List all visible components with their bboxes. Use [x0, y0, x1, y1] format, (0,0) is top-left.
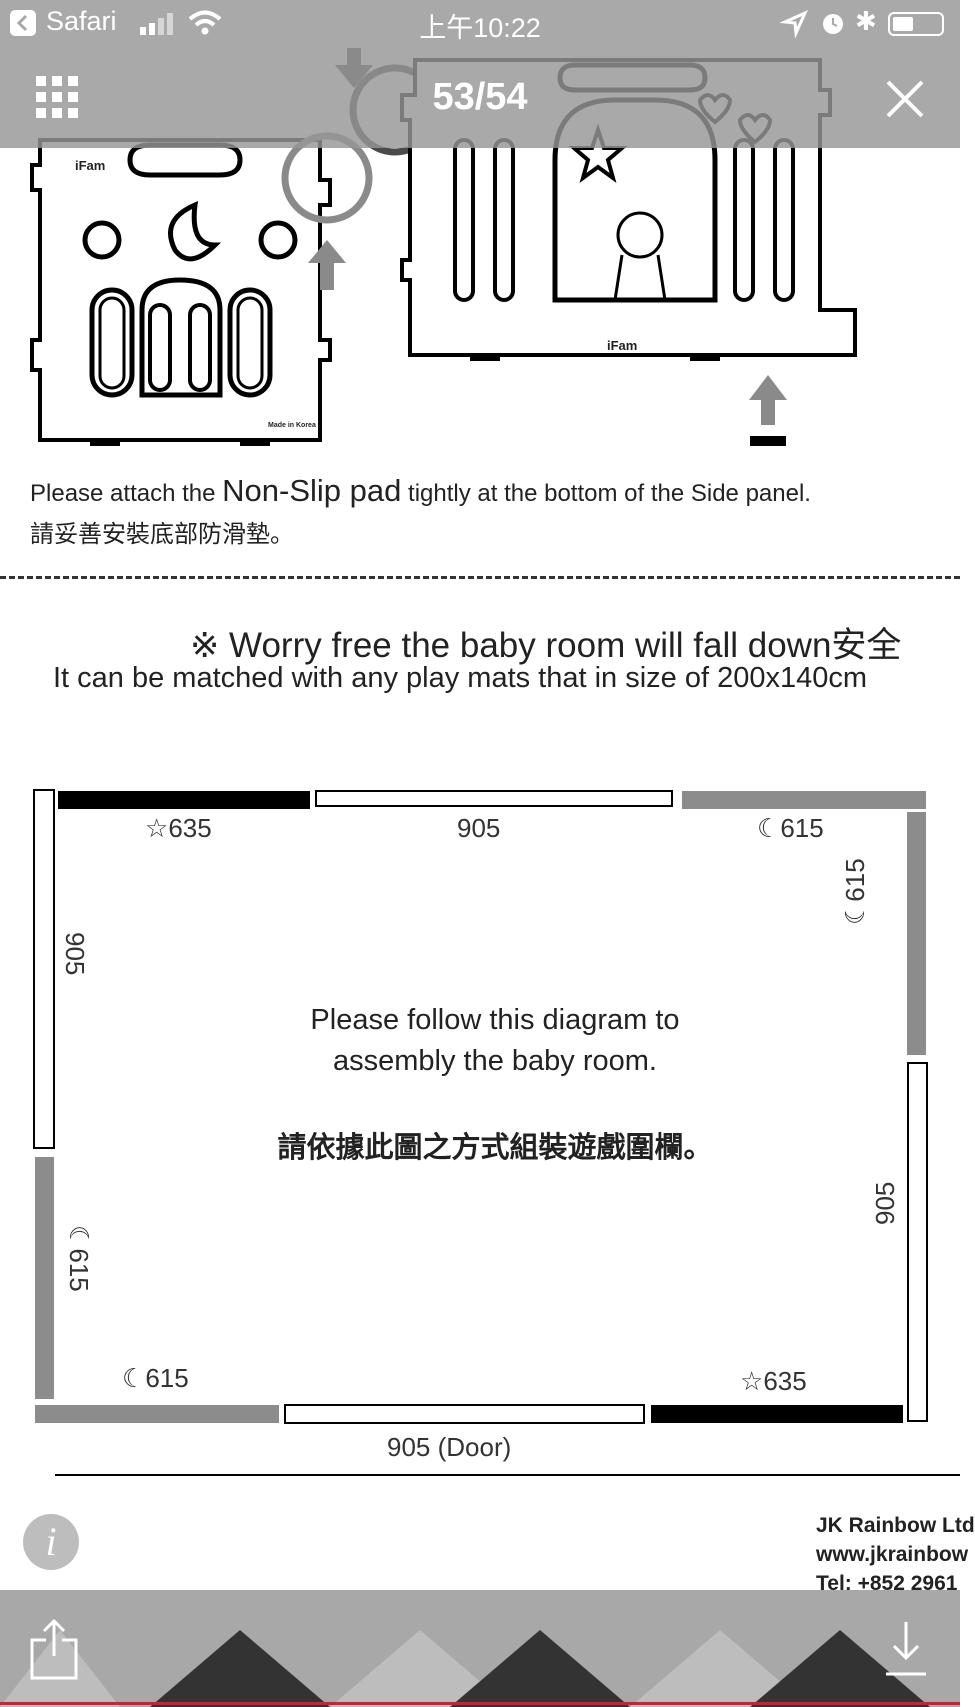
battery-level — [893, 17, 913, 31]
moon-icon: ☾ — [64, 1225, 94, 1249]
panel-top-right — [682, 791, 926, 809]
panel-left-upper — [33, 789, 55, 1149]
caption-text-post: tightly at the bottom of the Side panel. — [401, 480, 811, 507]
caption-text-pre: Please attach the — [30, 480, 223, 507]
made-in-label: Made in Korea — [268, 422, 316, 429]
location-icon — [779, 10, 808, 39]
caption-text-highlight: Non-Slip pad — [222, 473, 402, 508]
label-bottom-left: ☾615 — [122, 1363, 189, 1394]
panel-left-lower — [35, 1157, 54, 1399]
bottom-toolbar — [0, 1590, 960, 1707]
non-slip-pad-arrow — [749, 375, 787, 446]
footer-divider — [55, 1474, 960, 1476]
info-icon[interactable]: i — [23, 1514, 79, 1570]
label-bottom-right-value: 635 — [763, 1366, 807, 1396]
label-right-upper: ☾615 — [840, 858, 871, 925]
dashed-divider — [0, 576, 960, 579]
label-bottom-door: 905 (Door) — [387, 1432, 512, 1462]
panel-bottom-left — [35, 1405, 279, 1423]
company-name: JK Rainbow Ltd — [816, 1514, 975, 1537]
star-icon: ☆ — [145, 813, 169, 843]
battery-icon — [888, 12, 944, 36]
label-right-upper-value: 615 — [840, 858, 870, 902]
document-page: iFam Made in Korea iFam Please attach th… — [0, 30, 975, 1595]
label-right-lower: 905 — [870, 1181, 900, 1225]
panel-right-lower — [907, 1062, 928, 1422]
close-icon[interactable] — [886, 80, 924, 118]
label-top-left-value: 635 — [168, 813, 212, 843]
moon-icon: ☾ — [757, 813, 781, 843]
label-bottom-right: ☆635 — [740, 1366, 807, 1397]
chevron-left-icon — [16, 14, 28, 32]
grid-icon[interactable] — [36, 76, 78, 118]
panel-top-left — [58, 791, 310, 809]
caption-chinese: 請妥善安裝底部防滑墊。 — [30, 521, 294, 548]
label-left-lower: ☾615 — [63, 1225, 94, 1292]
subheading: It can be matched with any play mats tha… — [53, 662, 868, 694]
brand-logo-right: iFam — [607, 338, 638, 353]
clock: 上午10:22 — [419, 13, 541, 43]
company-tel: Tel: +852 2961 — [816, 1572, 958, 1595]
panel-top-middle — [315, 790, 673, 807]
label-top-middle: 905 — [457, 813, 501, 843]
back-to-app-button[interactable] — [10, 10, 36, 36]
alarm-icon — [823, 14, 843, 34]
instruction-zh: 請依據此圖之方式組裝遊戲圍欄。 — [277, 1132, 713, 1164]
panel-bottom-door — [284, 1404, 645, 1424]
company-footer: JK Rainbow Ltd www.jkrainbow Tel: +852 2… — [816, 1511, 975, 1598]
label-left-lower-value: 615 — [64, 1248, 94, 1292]
label-top-right: ☾615 — [757, 813, 824, 844]
label-top-left: ☆635 — [145, 813, 212, 844]
image-counter: 53/54 — [432, 76, 528, 118]
viewer-header: 53/54 — [0, 48, 960, 148]
share-icon[interactable] — [30, 1618, 78, 1680]
star-icon: ☆ — [740, 1366, 764, 1396]
signal-icon — [140, 13, 173, 35]
panel-right-upper — [907, 812, 926, 1055]
label-bottom-left-value: 615 — [145, 1363, 189, 1393]
download-icon[interactable] — [882, 1620, 930, 1678]
status-bar: Safari 上午10:22 ✱ — [0, 0, 960, 48]
label-top-right-value: 615 — [780, 813, 824, 843]
panel-bottom-right — [651, 1405, 903, 1423]
caption-english: Please attach the Non-Slip pad tightly a… — [30, 473, 811, 509]
instruction-en-line2: assembly the baby room. — [333, 1045, 657, 1077]
wifi-icon — [188, 10, 222, 35]
toolbar-pattern — [0, 1630, 960, 1707]
bluetooth-icon: ✱ — [855, 6, 877, 36]
moon-icon: ☾ — [122, 1363, 146, 1393]
heading: ※ Worry free the baby room will fall dow… — [190, 626, 902, 665]
instruction-en-line1: Please follow this diagram to — [310, 1004, 680, 1036]
label-left-upper: 905 — [60, 932, 90, 976]
back-app-label[interactable]: Safari — [46, 6, 117, 36]
company-website: www.jkrainbow — [816, 1543, 969, 1566]
brand-logo-left: iFam — [75, 158, 106, 173]
side-panel-illustration — [30, 138, 332, 446]
moon-icon: ☾ — [840, 901, 870, 925]
